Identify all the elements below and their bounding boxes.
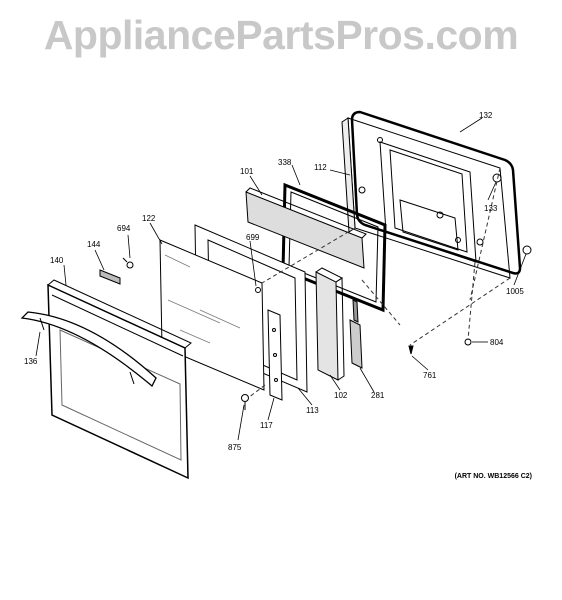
screw-875 (241, 394, 249, 410)
callout-1005: 1005 (506, 287, 524, 296)
bracket-117 (267, 309, 283, 401)
callout-281: 281 (371, 391, 385, 400)
window-seal-338 (281, 182, 387, 313)
glass-panel-122 (159, 239, 265, 391)
callout-122: 122 (142, 214, 156, 223)
screw-694 (122, 257, 134, 269)
screw-699 (255, 287, 261, 293)
insulation-101 (245, 187, 367, 269)
watermark-logo: AppliancePartsPros.com (43, 12, 519, 58)
inner-door-panel (341, 117, 511, 279)
leader-lines (35, 117, 527, 441)
callout-761: 761 (423, 371, 437, 380)
callout-112: 112 (314, 163, 327, 172)
callout-133: 133 (484, 204, 498, 213)
screw-1005 (522, 245, 532, 255)
assembly-lines (247, 167, 511, 399)
insulation-102 (315, 267, 345, 381)
callout-labels: 132 112 338 101 133 694 122 699 144 140 … (24, 111, 524, 452)
callout-136: 136 (24, 357, 38, 366)
callout-113: 113 (306, 406, 319, 415)
door-gasket (350, 110, 522, 275)
callout-144: 144 (87, 240, 101, 249)
callout-140: 140 (50, 256, 64, 265)
callout-804: 804 (490, 338, 504, 347)
hinge-281 (349, 299, 363, 369)
callout-694: 694 (117, 224, 131, 233)
door-handle-136 (20, 311, 157, 388)
callout-117: 117 (260, 421, 273, 430)
callout-132: 132 (479, 111, 493, 120)
callout-338: 338 (278, 158, 292, 167)
screw-761 (408, 345, 414, 355)
callout-699: 699 (246, 233, 260, 242)
vent-144 (99, 269, 121, 285)
art-number: (ART NO. WB12566 C2) (454, 473, 532, 480)
callout-102: 102 (334, 391, 348, 400)
callout-101: 101 (240, 167, 254, 176)
callout-875: 875 (228, 443, 242, 452)
